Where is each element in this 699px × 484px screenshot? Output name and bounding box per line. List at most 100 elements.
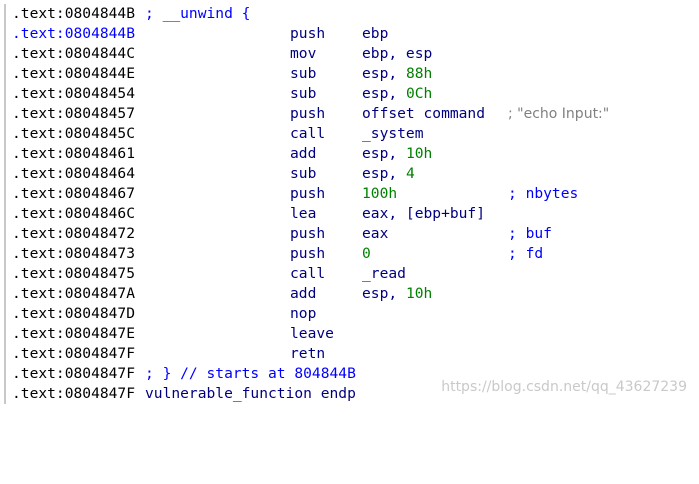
instruction-operands: eax, [ebp+buf] [362,204,485,224]
line-comment: ; fd [508,245,544,262]
line-address: .text:0804844C [12,45,136,62]
line-address: .text:08048467 [12,185,136,202]
operand-text: esp, [362,145,406,162]
instruction-mnemonic: push [290,225,326,242]
instruction-mnemonic: push [290,245,326,262]
instruction-mnemonic: add [290,145,317,162]
gutter-marker [4,224,6,244]
instruction-mnemonic: sub [290,165,317,182]
operand-number: 100h [362,185,398,202]
gutter-marker [4,384,6,404]
instruction-mnemonic: sub [290,65,317,82]
line-address: .text:08048457 [12,105,136,122]
gutter-marker [4,344,6,364]
instruction-operands: esp, 88h [362,64,432,84]
instruction-mnemonic: push [290,25,326,42]
line-address: .text:08048473 [12,245,136,262]
gutter-marker [4,64,6,84]
instruction-mnemonic: call [290,265,326,282]
instruction-operands: ebp, esp [362,44,432,64]
listing-line[interactable]: .text:0804844B ; __unwind { [0,4,699,24]
listing-line[interactable]: .text:0804847A add esp, 10h [0,284,699,304]
gutter-marker [4,304,6,324]
disassembly-listing: .text:0804844B ; __unwind { .text:080484… [0,4,699,404]
listing-line[interactable]: .text:0804844B push ebp [0,24,699,44]
gutter-marker [4,264,6,284]
instruction-operands: eax [362,224,388,244]
operand-number: 10h [405,145,433,162]
line-address: .text:0804845C [12,125,136,142]
watermark-text: https://blog.csdn.net/qq_43627239 [441,379,687,395]
listing-line[interactable]: .text:0804847F ; } // starts at 804844B [0,364,699,384]
listing-line[interactable]: .text:0804846C lea eax, [ebp+buf] [0,204,699,224]
operand-number: 0Ch [405,85,433,102]
line-address: .text:0804847D [12,305,136,322]
gutter-marker [4,324,6,344]
operand-number: 10h [405,285,433,302]
listing-line[interactable]: .text:08048473 push 0 ; fd [0,244,699,264]
line-address: .text:08048464 [12,165,136,182]
gutter-marker [4,104,6,124]
operand-number: 0 [362,245,371,262]
listing-line[interactable]: .text:08048464 sub esp, 4 [0,164,699,184]
instruction-mnemonic: nop [290,305,317,322]
instruction-operands: offset command [362,104,485,124]
listing-line[interactable]: .text:0804844C mov ebp, esp [0,44,699,64]
operand-text: esp, [362,165,406,182]
listing-line[interactable]: .text:0804847F vulnerable_function endp [0,384,699,404]
instruction-mnemonic: retn [290,345,326,362]
string-comment: ; "echo Input:" [508,106,610,122]
instruction-operands: esp, 10h [362,144,432,164]
line-address: .text:08048472 [12,225,136,242]
line-address: .text:08048454 [12,85,136,102]
gutter-marker [4,204,6,224]
gutter-marker [4,284,6,304]
gutter-marker [4,144,6,164]
line-address: .text:0804847F [12,365,136,382]
operand-text: ebp, esp [362,45,433,62]
gutter-marker [4,84,6,104]
listing-line[interactable]: .text:08048472 push eax ; buf [0,224,699,244]
line-address: .text:0804847A [12,285,136,302]
instruction-mnemonic: lea [290,205,317,222]
instruction-operands: _read [362,264,406,284]
gutter-marker [4,24,6,44]
line-comment: ; __unwind { [145,5,251,22]
line-address: .text:0804846C [12,205,136,222]
gutter-marker [4,244,6,264]
line-address: .text:0804844B [12,5,136,22]
operand-text: _system [362,125,424,142]
instruction-mnemonic: push [290,105,326,122]
line-address: .text:0804847F [12,345,136,362]
listing-line[interactable]: .text:08048475 call _read [0,264,699,284]
line-comment: ; } // starts at 804844B [145,365,356,382]
operand-text: esp, [362,85,406,102]
instruction-operands: esp, 10h [362,284,432,304]
operand-text: _read [362,265,406,282]
gutter-marker [4,164,6,184]
gutter-marker [4,44,6,64]
listing-line[interactable]: .text:08048461 add esp, 10h [0,144,699,164]
instruction-mnemonic: call [290,125,326,142]
listing-line[interactable]: .text:0804847F retn [0,344,699,364]
instruction-operands: _system [362,124,424,144]
listing-line[interactable]: .text:08048457 push offset command ; "ec… [0,104,699,124]
instruction-mnemonic: leave [290,325,334,342]
instruction-mnemonic: sub [290,85,317,102]
line-address: .text:08048475 [12,265,136,282]
instruction-operands: 0 [362,244,371,264]
listing-line[interactable]: .text:0804845C call _system [0,124,699,144]
line-address: .text:08048461 [12,145,136,162]
function-end-label: vulnerable_function endp [145,385,356,402]
instruction-operands: 100h [362,184,397,204]
line-comment: ; buf [508,225,552,242]
listing-line[interactable]: .text:0804847E leave [0,324,699,344]
listing-line[interactable]: .text:08048467 push 100h ; nbytes [0,184,699,204]
operand-text: esp, [362,285,406,302]
instruction-operands: esp, 4 [362,164,415,184]
listing-line[interactable]: .text:0804847D nop [0,304,699,324]
operand-text: eax [362,225,389,242]
listing-line[interactable]: .text:08048454 sub esp, 0Ch [0,84,699,104]
line-address: .text:0804847F [12,385,136,402]
listing-line[interactable]: .text:0804844E sub esp, 88h [0,64,699,84]
